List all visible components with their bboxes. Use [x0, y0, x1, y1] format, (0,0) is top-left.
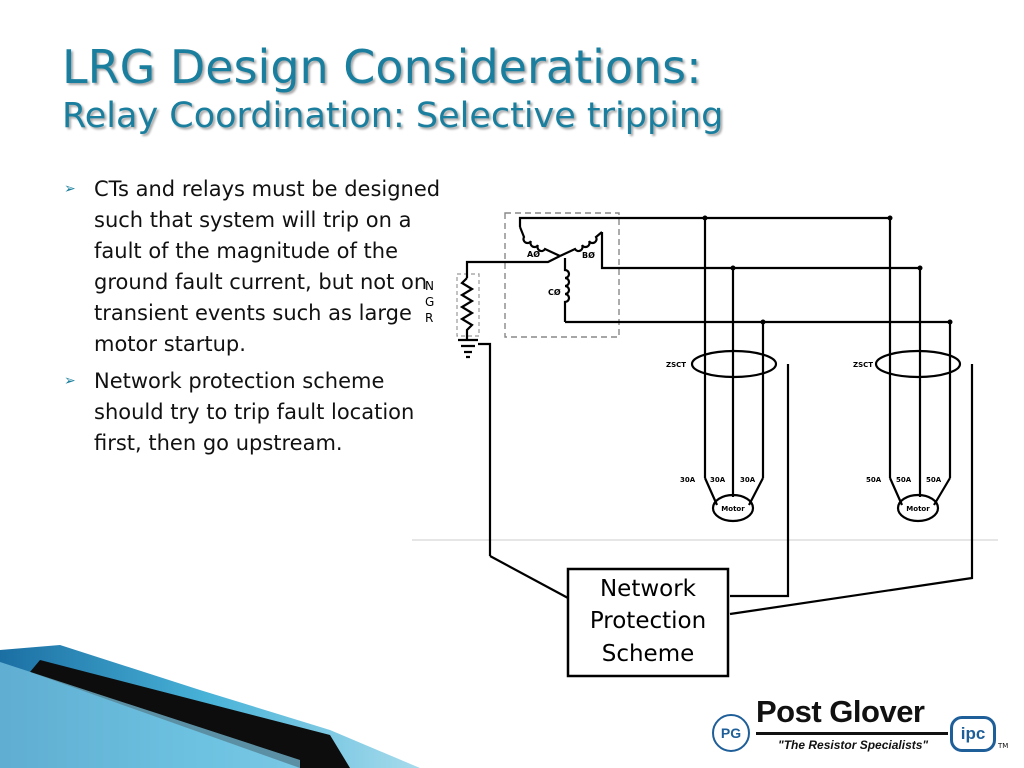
post-glover-logo: PG Post Glover "The Resistor Specialists…	[712, 694, 1012, 760]
phase-label-b: BØ	[582, 250, 595, 260]
motor-right	[896, 493, 940, 523]
motor-left	[711, 493, 755, 523]
winding-c	[563, 258, 571, 322]
zsct-label-left: ZSCT	[666, 361, 686, 369]
bullet-text: Network protection scheme should try to …	[94, 369, 415, 455]
left-relay-lead	[730, 364, 790, 598]
zsct-label-right: ZSCT	[853, 361, 873, 369]
slide-title: LRG Design Considerations: Relay Coordin…	[62, 40, 962, 138]
title-line-2: Relay Coordination: Selective tripping	[62, 96, 724, 136]
ngr-scheme-lead	[489, 555, 569, 599]
phase-label-c: CØ	[548, 287, 561, 297]
relay-label-left-3: 30A	[740, 476, 756, 484]
relay-label-right-1: 50A	[866, 476, 882, 484]
winding-a	[518, 226, 561, 257]
scheme-label-line-1: Network	[600, 576, 697, 602]
bullet-arrow-icon: ➢	[64, 181, 76, 197]
phase-label-a: AØ	[527, 249, 540, 259]
bullet-item: ➢ CTs and relays must be designed such t…	[62, 174, 442, 360]
bullet-item: ➢ Network protection scheme should try t…	[62, 366, 442, 459]
neutral-conductor	[465, 255, 561, 278]
brand-name: Post Glover	[756, 694, 925, 729]
scheme-label-line-3: Scheme	[602, 641, 695, 667]
right-motor-feed	[888, 477, 951, 506]
bullet-arrow-icon: ➢	[64, 373, 76, 389]
network-protection-scheme-box	[566, 567, 730, 678]
ipc-badge-icon: ipc	[950, 716, 996, 752]
phase-a-conductor	[518, 216, 890, 227]
trademark-mark: TM	[998, 742, 1009, 750]
transformer-enclosure	[504, 212, 620, 338]
ngr-label-n: N	[425, 279, 434, 293]
ngr-label-g: G	[425, 295, 434, 309]
brand-tagline: "The Resistor Specialists"	[778, 738, 929, 752]
winding-b	[559, 231, 603, 257]
bullet-list: ➢ CTs and relays must be designed such t…	[62, 174, 442, 465]
ngr-enclosure	[456, 273, 480, 337]
ngr-relay-lead	[478, 342, 492, 556]
ngr-resistor	[459, 277, 475, 340]
left-motor-feed	[703, 477, 764, 506]
zsct-ring-left	[690, 349, 778, 379]
logo-rule	[756, 732, 948, 735]
ngr-label-r: R	[425, 311, 433, 325]
relay-label-left-1: 30A	[680, 476, 696, 484]
motor-label-right: Motor	[906, 505, 930, 513]
title-line-1: LRG Design Considerations:	[62, 40, 702, 94]
pg-badge-icon: PG	[712, 714, 750, 752]
ground-icon	[458, 338, 478, 359]
relay-label-right-3: 50A	[926, 476, 942, 484]
phase-b-conductor	[600, 232, 920, 270]
relay-label-left-2: 30A	[710, 476, 726, 484]
zsct-ring-right	[874, 349, 962, 379]
motor-label-left: Motor	[721, 505, 745, 513]
scheme-label-line-2: Protection	[590, 608, 706, 634]
relay-label-right-2: 50A	[896, 476, 912, 484]
bullet-text: CTs and relays must be designed such tha…	[94, 177, 441, 356]
right-relay-lead	[729, 364, 974, 616]
